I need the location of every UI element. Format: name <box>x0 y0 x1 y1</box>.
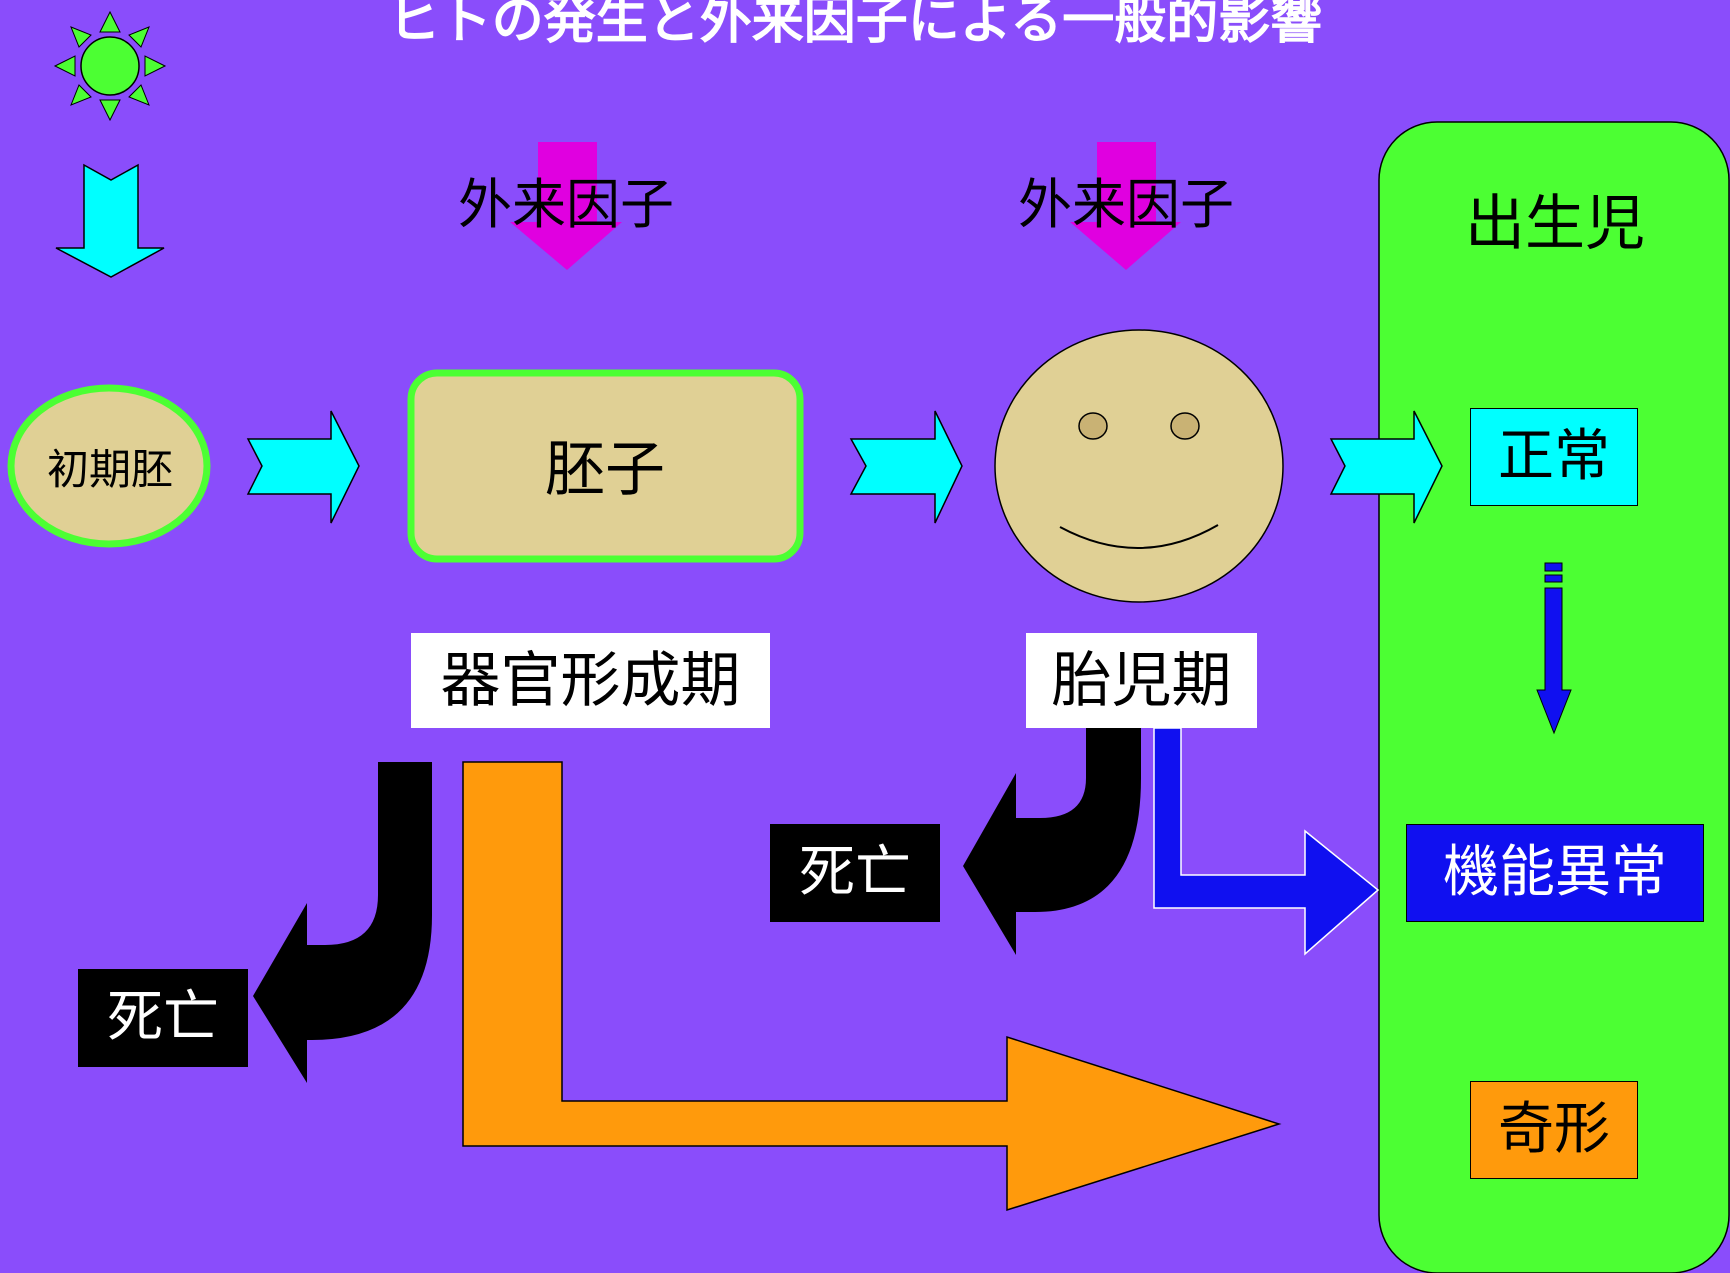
malformation-box: 奇形 <box>1470 1081 1638 1179</box>
embryo-label: 胚子 <box>545 435 665 505</box>
flow-arrow-2-icon <box>849 410 963 524</box>
fetal-period-box: 胎児期 <box>1026 633 1257 728</box>
organogenesis-death-arrow-icon <box>253 762 432 1083</box>
normal-to-dysfunction-arrow-icon <box>1536 562 1572 735</box>
early-embryo-label: 初期胚 <box>46 445 173 494</box>
dysfunction-box: 機能異常 <box>1406 824 1704 922</box>
death-box-2: 死亡 <box>770 824 940 922</box>
death-box-1: 死亡 <box>78 969 248 1067</box>
flow-arrow-1-icon <box>246 410 360 524</box>
fetal-death-arrow-icon <box>963 728 1141 955</box>
organogenesis-box: 器官形成期 <box>411 633 770 728</box>
organogenesis-malformation-arrow-icon <box>462 761 1282 1212</box>
embryo-node <box>407 369 804 563</box>
flow-arrow-3-icon <box>1329 410 1443 524</box>
sun-icon <box>53 10 167 122</box>
factor-arrow-2-icon <box>1070 142 1181 270</box>
factor-arrow-1-icon <box>510 142 622 270</box>
external-factor-label-2: 外来因子 <box>1018 173 1234 236</box>
fetal-dysfunction-arrow-icon <box>1153 727 1380 956</box>
fetus-face-icon <box>994 329 1284 603</box>
early-embryo-node <box>7 384 211 548</box>
newborn-label: 出生児 <box>1465 189 1645 259</box>
normal-box: 正常 <box>1470 408 1638 506</box>
external-factor-label-1: 外来因子 <box>458 173 674 236</box>
down-arrow-icon <box>55 163 165 278</box>
page-title: ヒトの発生と外来因子による一般的影響 <box>387 0 1323 51</box>
